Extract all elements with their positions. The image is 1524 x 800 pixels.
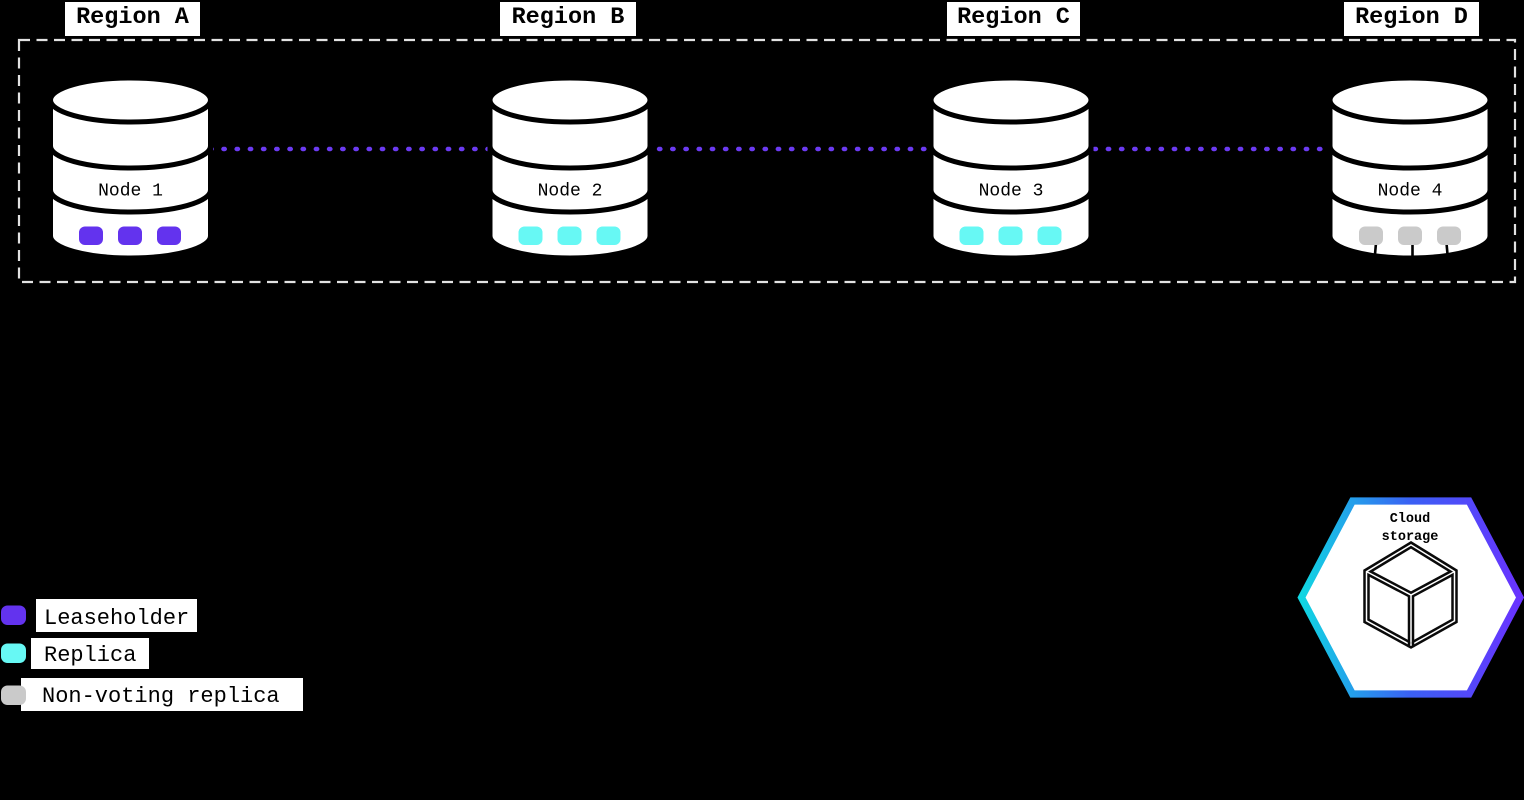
svg-text:Non-voting replica: Non-voting replica	[42, 684, 280, 709]
svg-text:Node 1: Node 1	[98, 182, 163, 202]
svg-text:Node 3: Node 3	[979, 182, 1044, 202]
svg-text:Node 4: Node 4	[1378, 182, 1443, 202]
svg-text:Replica: Replica	[44, 643, 136, 668]
svg-text:Cloud: Cloud	[1390, 512, 1431, 527]
svg-text:Node 2: Node 2	[538, 182, 603, 202]
svg-text:Region D: Region D	[1355, 4, 1468, 31]
svg-text:storage: storage	[1382, 530, 1439, 545]
svg-text:Leaseholder: Leaseholder	[44, 606, 189, 631]
svg-text:Region B: Region B	[512, 4, 625, 31]
svg-text:Region C: Region C	[957, 4, 1070, 31]
svg-text:Region A: Region A	[76, 4, 190, 31]
